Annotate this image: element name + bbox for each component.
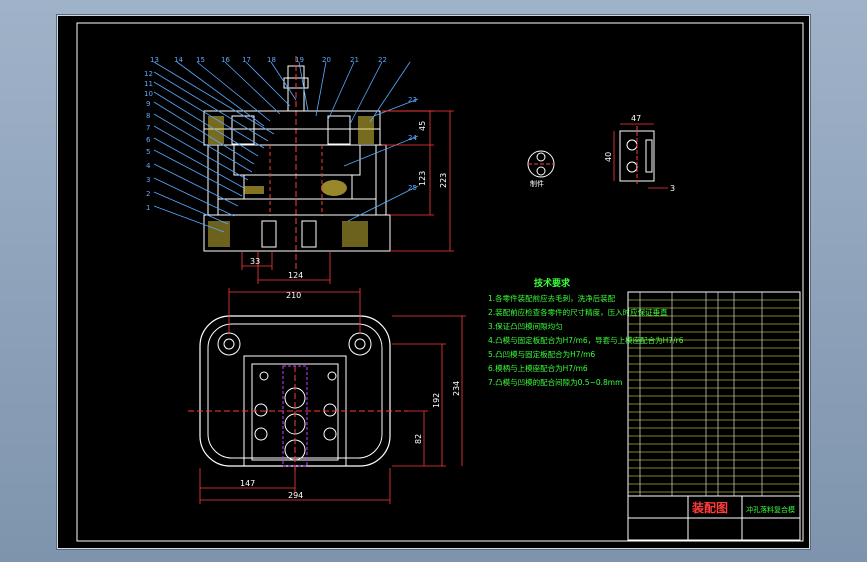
part-no-7: 7 xyxy=(146,124,150,132)
tech-note-4: 4.凸模与固定板配合为H7/m6，导套与上模座配合为H7/r6 xyxy=(488,335,684,345)
tech-note-1: 1.各零件装配前应去毛刺，洗净后装配 xyxy=(488,293,616,303)
tech-note-2: 2.装配前应检查各零件的尺寸精度，压入时应保证垂直 xyxy=(488,307,668,317)
dim-45: 45 xyxy=(418,121,427,131)
dim-192: 192 xyxy=(432,393,441,408)
dim-123: 123 xyxy=(418,171,427,186)
dim-223: 223 xyxy=(439,173,448,188)
part-no-13: 13 xyxy=(150,56,159,64)
tech-note-7: 7.凸模与凹模的配合间隙为0.5~0.8mm xyxy=(488,377,622,387)
part-no-14: 14 xyxy=(174,56,183,64)
part-no-1: 1 xyxy=(146,204,150,212)
tech-note-5: 5.凸凹模与固定板配合为H7/m6 xyxy=(488,349,595,359)
part-no-25: 25 xyxy=(408,184,417,192)
tech-notes: 技术要求 1.各零件装配前应去毛刺，洗净后装配 2.装配前应检查各零件的尺寸精度… xyxy=(488,277,684,387)
dim-82: 82 xyxy=(414,434,423,444)
part-no-24: 24 xyxy=(408,134,417,142)
part-no-18: 18 xyxy=(267,56,276,64)
dim-147: 147 xyxy=(240,479,255,488)
part-no-2: 2 xyxy=(146,190,150,198)
part-no-8: 8 xyxy=(146,112,150,120)
cad-drawing: 1 2 3 4 5 6 7 8 9 10 11 12 13 14 15 16 1… xyxy=(76,22,804,542)
part-no-6: 6 xyxy=(146,136,151,144)
inner-border xyxy=(76,22,804,542)
drawing-title: 装配图 xyxy=(691,500,728,515)
part-no-23: 23 xyxy=(408,96,417,104)
plan-view: 210 147 294 192 234 82 xyxy=(188,288,466,504)
tech-heading: 技术要求 xyxy=(534,277,571,289)
tech-note-6: 6.模柄与上模座配合为H7/m6 xyxy=(488,363,588,373)
part-no-16: 16 xyxy=(221,56,230,64)
part-no-17: 17 xyxy=(242,56,251,64)
part-no-4: 4 xyxy=(146,162,151,170)
tech-note-3: 3.保证凸凹模间隙均匀 xyxy=(488,321,563,331)
part-no-10: 10 xyxy=(144,90,153,98)
dim-47: 47 xyxy=(631,114,641,123)
part-no-22: 22 xyxy=(378,56,387,64)
drawing-subtitle: 冲孔落料复合模 xyxy=(746,505,795,514)
dim-40: 40 xyxy=(604,152,613,162)
part-no-12: 12 xyxy=(144,70,153,78)
drawing-sheet: 1 2 3 4 5 6 7 8 9 10 11 12 13 14 15 16 1… xyxy=(57,15,810,549)
part-no-11: 11 xyxy=(144,80,153,88)
dim-210: 210 xyxy=(286,291,301,300)
dim-294: 294 xyxy=(288,491,303,500)
dim-3: 3 xyxy=(670,184,675,193)
front-section-view: 1 2 3 4 5 6 7 8 9 10 11 12 13 14 15 16 1… xyxy=(144,56,454,284)
part-no-20: 20 xyxy=(322,56,331,64)
part-no-21: 21 xyxy=(350,56,359,64)
dim-124: 124 xyxy=(288,271,303,280)
part-label: 制件 xyxy=(530,179,544,188)
dim-33: 33 xyxy=(250,257,260,266)
part-no-15: 15 xyxy=(196,56,205,64)
part-no-3: 3 xyxy=(146,176,150,184)
part-no-9: 9 xyxy=(146,100,150,108)
parts-list-table: 装配图 冲孔落料复合模 xyxy=(627,291,801,541)
dim-234: 234 xyxy=(452,381,461,396)
part-views: 制件 47 40 3 xyxy=(527,114,675,193)
part-no-19: 19 xyxy=(295,56,304,64)
part-no-5: 5 xyxy=(146,148,150,156)
